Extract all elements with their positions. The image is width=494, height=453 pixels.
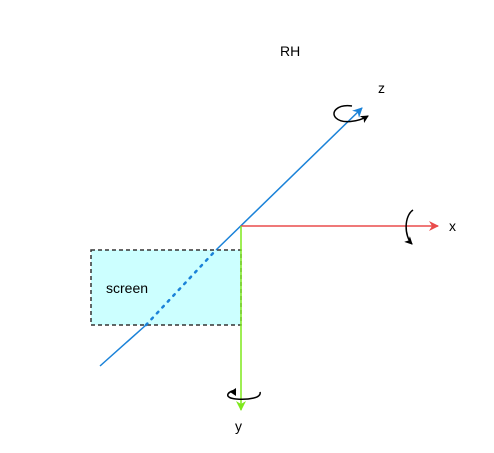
- y-axis-label: y: [235, 418, 242, 434]
- x-axis-label: x: [449, 218, 456, 234]
- diagram-title: RH: [280, 43, 300, 59]
- screen-label: screen: [106, 280, 148, 296]
- y-rotation-arrow-icon: [230, 388, 236, 396]
- x-rotation-arrow-icon: [404, 209, 414, 245]
- z-axis: [215, 107, 363, 251]
- y-rotation-arc: [227, 389, 261, 400]
- screen-rect: [90, 249, 242, 326]
- z-axis-label: z: [378, 80, 385, 96]
- z-axis-hidden-segment: [144, 248, 218, 327]
- z-rotation-arrow-icon: [333, 104, 369, 124]
- z-axis-lower-segment: [99, 324, 147, 367]
